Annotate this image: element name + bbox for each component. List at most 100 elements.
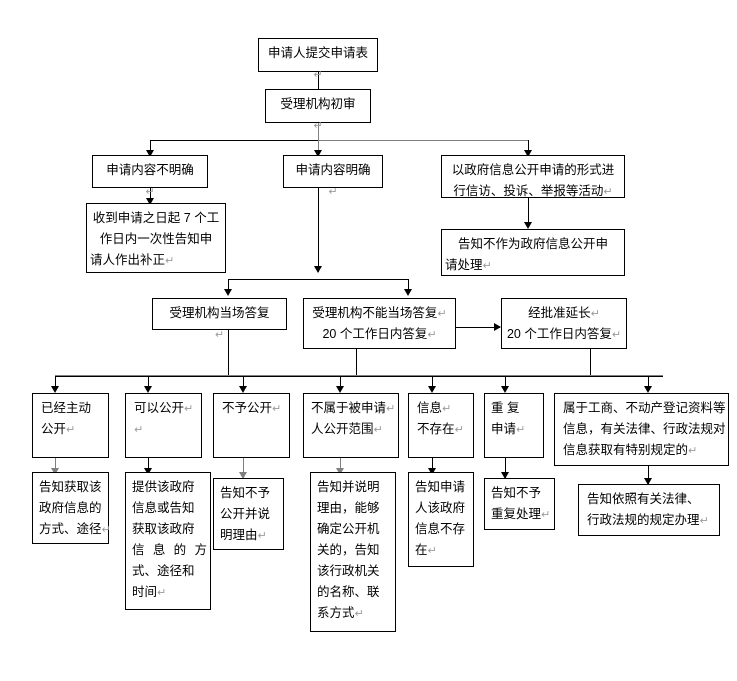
node-text: 申请内容明确 <box>295 163 371 177</box>
edge-special-to-result <box>648 466 649 484</box>
node-text-line-1: 信息↵ <box>417 401 452 415</box>
pilcrow-mark: ↵ <box>272 402 282 415</box>
edge-cannot-down <box>356 349 357 376</box>
edge-drop-can-disclose <box>148 376 149 390</box>
arrowhead-to-letters-visits <box>524 150 532 157</box>
pilcrow-mark: ↵ <box>145 185 155 198</box>
arrowhead-not-disclose <box>239 386 247 393</box>
node-text-line-2: 信息或告知 <box>132 501 195 515</box>
node-text-line-4: 在↵ <box>415 543 437 557</box>
node-can-disclose[interactable]: 可以公开↵ ↵ <box>125 393 202 458</box>
node-text-line-1: 经批准延长↵ <box>528 306 600 320</box>
node-approved-extension[interactable]: 经批准延长↵ 20 个工作日内答复↵ <box>501 298 627 349</box>
node-not-disclose[interactable]: 不予公开↵ <box>213 393 290 458</box>
node-text-line-3: 获取该政府 <box>132 522 195 536</box>
node-answer-on-site[interactable]: 受理机构当场答复↵ <box>152 298 287 341</box>
node-text-line-2: 公开并说 <box>220 507 271 521</box>
node-text-line-1: 告知并说明 <box>317 480 380 494</box>
node-text-line-7: 系方式↵ <box>317 606 364 620</box>
edge-bottom-bus <box>55 376 663 377</box>
node-repeat-request[interactable]: 重 复 申请↵ <box>484 393 544 458</box>
node-info-not-exist[interactable]: 信息↵ 不存在↵ <box>408 393 474 458</box>
node-text-line-1: 不属于被申请↵ <box>311 401 396 415</box>
node-initial-review[interactable]: 受理机构初审↵ <box>265 89 371 132</box>
node-text-line-2: 20 个工作日内答复↵ <box>506 327 622 341</box>
arrowhead-notdisclose-result <box>239 472 247 479</box>
pilcrow-mark: ↵ <box>134 423 144 436</box>
node-result-no-repeat[interactable]: 告知不予 重复处理↵ <box>484 478 555 530</box>
pilcrow-mark: ↵ <box>427 544 437 557</box>
edge-review-drop-right <box>528 140 529 153</box>
node-text-line-2: 不存在↵ <box>417 422 464 436</box>
arrowhead-alreadydisclosed-result <box>51 468 59 475</box>
node-text-line-2: ↵ <box>134 419 198 440</box>
node-text-line-1: 受理机构不能当场答复↵ <box>312 306 447 320</box>
arrowhead-to-cannot-onsite <box>404 289 412 296</box>
arrowhead-candisclose-result <box>144 468 152 475</box>
edge-notinscope-to-result <box>340 458 341 472</box>
node-text-line-1: 告知获取该 <box>39 480 102 494</box>
node-text-line-3: 请人作出补正↵ <box>90 253 175 267</box>
pilcrow-mark: ↵ <box>590 307 600 320</box>
node-text-line-5: 式、途径和 <box>132 564 195 578</box>
edge-cannot-to-extension <box>456 327 500 328</box>
edge-submit-to-review <box>318 72 319 93</box>
pilcrow-mark: ↵ <box>328 185 338 198</box>
edge-review-bus-right <box>318 140 528 141</box>
edge-repeat-to-result <box>505 458 506 478</box>
node-text-line-1: 告知不作为政府信息公开申 <box>457 237 608 251</box>
edge-review-bus-left <box>150 140 318 141</box>
node-text-line-5: 该行政机关 <box>317 564 380 578</box>
pilcrow-mark: ↵ <box>516 423 526 436</box>
pilcrow-mark: ↵ <box>541 508 551 521</box>
arrowhead-special-result <box>644 478 652 485</box>
edge-unclear-to-supplement <box>150 188 151 202</box>
node-notify-not-treated[interactable]: 告知不作为政府信息公开申 请处理↵ <box>441 229 625 276</box>
pilcrow-mark: ↵ <box>427 328 437 341</box>
node-content-clear[interactable]: 申请内容明确 ↵ <box>283 155 383 198</box>
node-text-line-3: 明理由↵ <box>220 528 267 542</box>
pilcrow-mark: ↵ <box>165 254 175 267</box>
arrowhead-special-info <box>644 386 652 393</box>
node-result-explain-and-refer[interactable]: 告知并说明 理由，能够 确定公开机 关的，告知 该行政机关 的名称、联 系方式↵ <box>310 472 396 632</box>
edge-review-drop-left <box>150 140 151 153</box>
pilcrow-mark: ↵ <box>454 423 464 436</box>
pilcrow-mark: ↵ <box>354 607 364 620</box>
node-content-unclear[interactable]: 申请内容不明确↵ <box>92 155 208 198</box>
pilcrow-mark: ↵ <box>257 529 267 542</box>
node-text: 申请人提交申请表 <box>267 46 368 60</box>
node-text-line-2: 行政法规的规定办理↵ <box>587 513 709 527</box>
node-result-info-not-exist[interactable]: 告知申请 人该政府 信息不存 在↵ <box>408 472 474 567</box>
node-not-in-scope[interactable]: 不属于被申请↵ 人公开范围↵ <box>303 393 399 458</box>
node-as-letters-visits[interactable]: 以政府信息公开申请的形式进 行信访、投诉、举报等活动↵ <box>441 155 625 198</box>
node-result-provide-info[interactable]: 提供该政府 信息或告知 获取该政府 信息的方 式、途径和 时间↵ <box>125 472 211 610</box>
node-special-register-info[interactable]: 属于工商、不动产登记资料等 信息，有关法律、行政法规对 信息获取有特别规定的↵ <box>554 393 729 466</box>
edge-clear-split-left <box>228 279 229 292</box>
node-submit-form[interactable]: 申请人提交申请表↵ <box>258 38 378 81</box>
node-text-line-2: 作日内一次性告知申 <box>99 232 213 246</box>
arrowhead-to-answer-onsite <box>224 289 232 296</box>
edge-drop-special-info <box>648 376 649 390</box>
pilcrow-mark: ↵ <box>611 328 622 341</box>
node-cannot-answer-on-site[interactable]: 受理机构不能当场答复↵ 20 个工作日内答复↵ <box>303 298 456 349</box>
arrowhead-unclear-to-supplement <box>146 198 154 205</box>
node-result-follow-law[interactable]: 告知依照有关法律、 行政法规的规定办理↵ <box>578 484 720 536</box>
node-text-line-2: 政府信息的 <box>39 501 102 515</box>
edge-drop-repeat-request <box>505 376 506 390</box>
node-text-line-3: 确定公开机 <box>317 522 380 536</box>
node-notify-supplement[interactable]: 收到申请之日起 7 个工 作日内一次性告知申 请人作出补正↵ <box>86 203 226 273</box>
node-result-refuse-reason[interactable]: 告知不予 公开并说 明理由↵ <box>213 478 284 550</box>
node-text-line-2: 行信访、投诉、举报等活动↵ <box>453 184 613 198</box>
node-text-line-1: 告知依照有关法律、 <box>587 492 700 506</box>
node-text-line-2: 公开↵ <box>41 422 76 436</box>
node-text-line-2: 信息，有关法律、行政法规对 <box>563 422 726 436</box>
node-text-line-2: 申请↵ <box>491 422 526 436</box>
node-text-line-1: 重 复 <box>491 401 520 415</box>
node-result-tell-access-way[interactable]: 告知获取该 政府信息的 方式、途径↵ <box>32 472 111 544</box>
arrowhead-to-content-clear <box>314 150 322 157</box>
node-already-disclosed[interactable]: 已经主动 公开↵ <box>32 393 109 458</box>
node-text-line-1: 收到申请之日起 7 个工 <box>92 211 220 225</box>
edge-extension-down <box>590 349 591 376</box>
node-text-line-1: 属于工商、不动产登记资料等 <box>563 401 726 415</box>
edge-infonotexist-to-result <box>432 458 433 472</box>
